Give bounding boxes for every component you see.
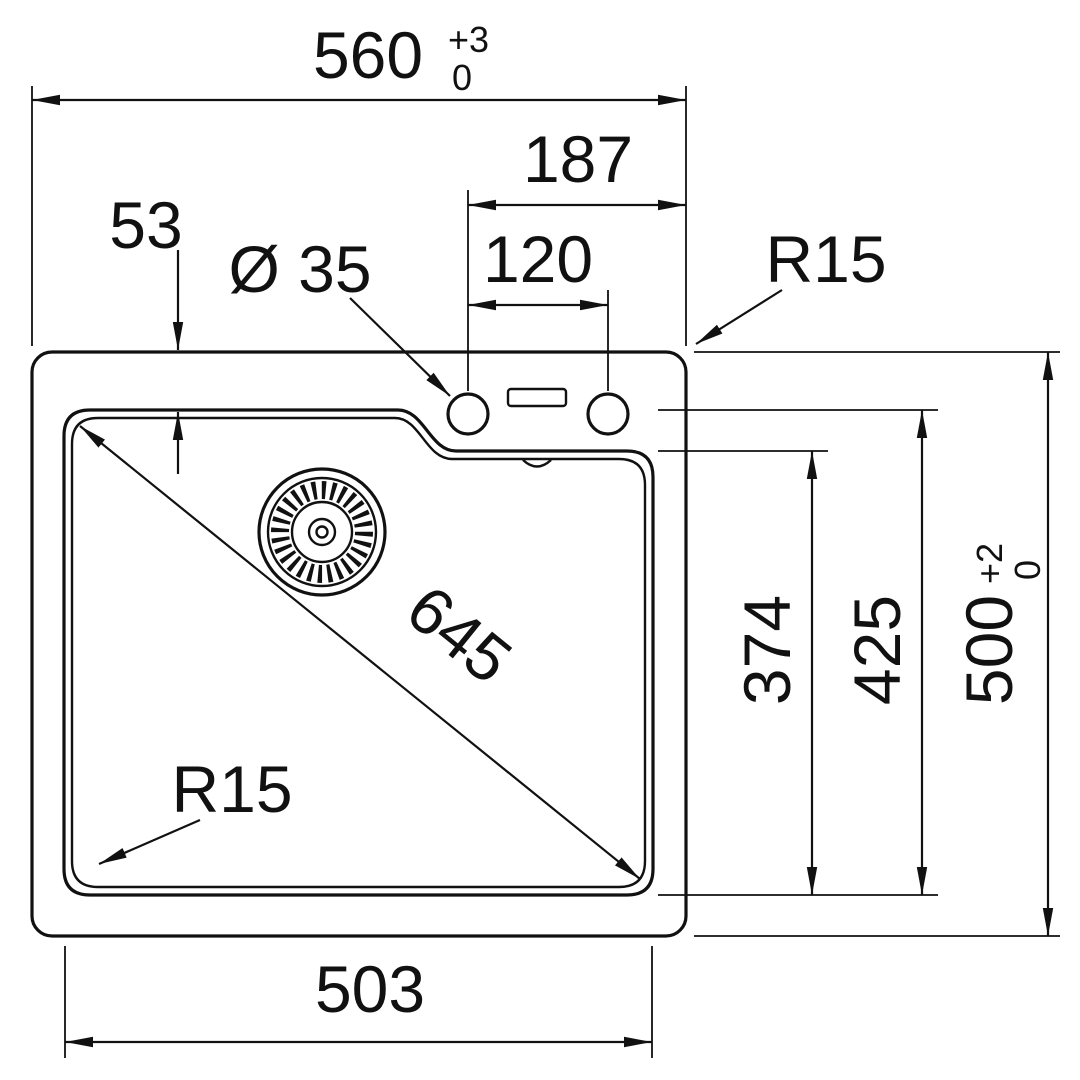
dim-line-645-diagonal bbox=[79, 425, 641, 880]
bowl-outline-inner bbox=[70, 416, 647, 889]
sink-body bbox=[30, 350, 688, 938]
accessory-slot bbox=[506, 387, 568, 408]
leader-r15-bottom bbox=[98, 818, 201, 866]
overflow-notch bbox=[522, 459, 552, 468]
label-overall-width-tol-lower: 0 bbox=[452, 57, 472, 98]
label-tap-hole-spacing: 120 bbox=[483, 222, 593, 296]
sink-outer-outline bbox=[30, 350, 688, 938]
label-overall-depth-tol-lower: 0 bbox=[1007, 560, 1048, 580]
label-bowl-diagonal: 645 bbox=[393, 571, 525, 698]
label-rim-width: 53 bbox=[109, 188, 182, 262]
leader-hole-diameter bbox=[349, 297, 451, 397]
label-overall-width-tol-upper: +3 bbox=[448, 19, 489, 60]
label-overall-width: 560 bbox=[313, 18, 423, 92]
label-tap-hole-diameter: Ø 35 bbox=[228, 232, 371, 306]
label-tap-ledge-offset: 187 bbox=[523, 122, 633, 196]
drain-cap-ring bbox=[307, 517, 337, 547]
dimension-lines bbox=[32, 94, 1054, 1048]
drain-rim-ring bbox=[266, 476, 378, 588]
bowl-outline-outer bbox=[62, 408, 655, 897]
label-bowl-inner-depth: 374 bbox=[730, 595, 804, 705]
tap-hole-right bbox=[586, 392, 630, 436]
label-bowl-inner-width: 503 bbox=[315, 952, 425, 1026]
dimension-labels: 560 +3 0 187 120 53 Ø 35 R15 R15 645 374… bbox=[109, 18, 1048, 1026]
label-bowl-inner-height: 425 bbox=[840, 595, 914, 705]
label-radius-outer-corner: R15 bbox=[765, 222, 886, 296]
label-overall-depth-tol-upper: +2 bbox=[969, 543, 1010, 584]
drain-center-dot bbox=[315, 525, 329, 539]
drain-outer-ring bbox=[257, 467, 387, 597]
leader-r15-top bbox=[695, 289, 783, 345]
drain-strainer bbox=[257, 467, 387, 597]
extension-lines bbox=[31, 86, 1060, 1058]
drain-inner-ring bbox=[290, 500, 354, 564]
tap-hole-left bbox=[446, 392, 490, 436]
label-overall-depth: 500 bbox=[952, 595, 1026, 705]
label-radius-bowl-corner: R15 bbox=[171, 752, 292, 826]
drain-knurl-ring bbox=[271, 481, 373, 583]
